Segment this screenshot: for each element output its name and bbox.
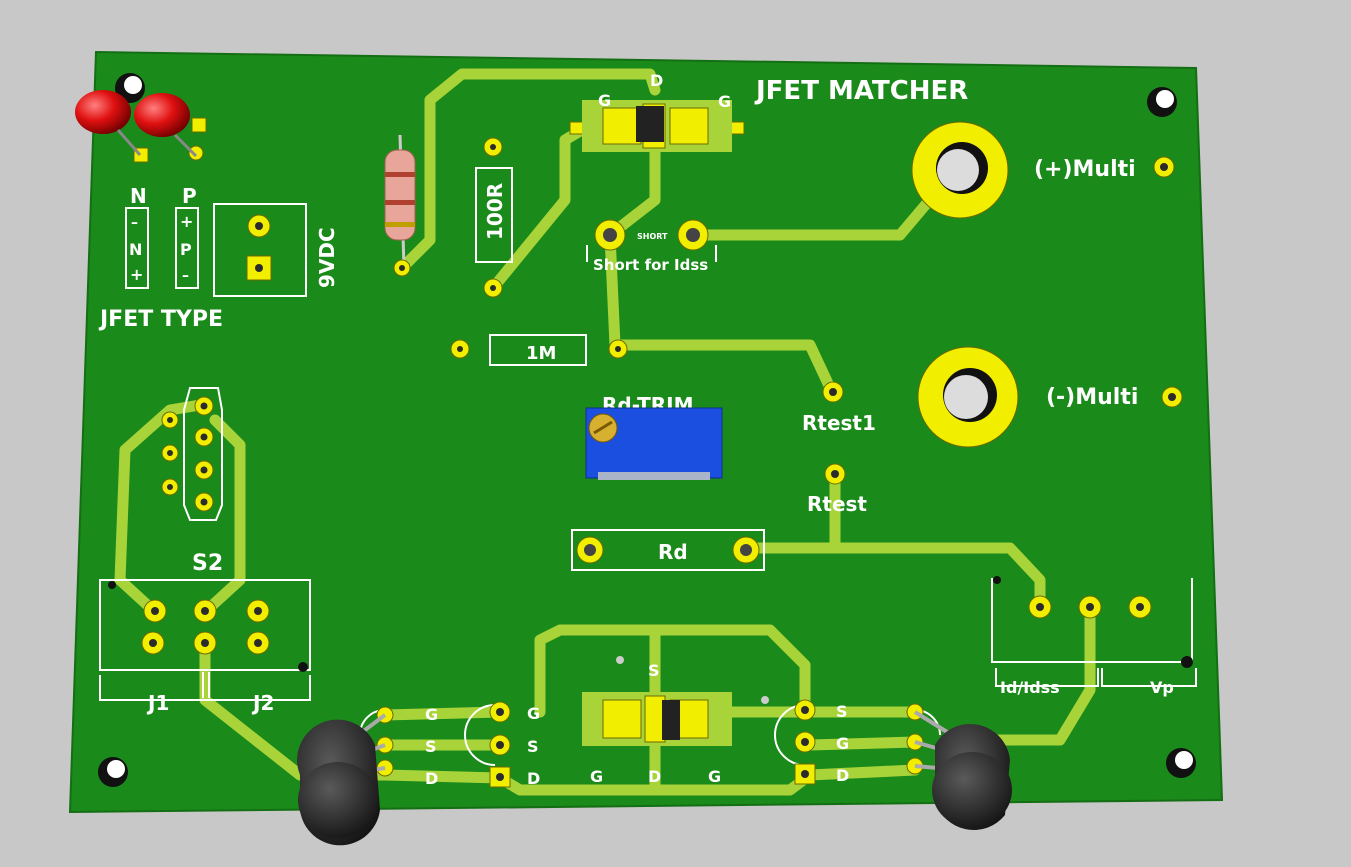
top-g-left-label: G: [598, 91, 611, 110]
resistor-1m-footprint: 1M: [450, 334, 628, 366]
four-pin-socket: [161, 387, 223, 521]
label-n: N: [130, 184, 147, 208]
axial-resistor: [384, 134, 416, 277]
rd-trimmer: Rd-TRIM: [585, 393, 723, 480]
bot-s-label: S: [648, 661, 660, 680]
mid-left-s-label: S: [527, 737, 539, 756]
j2-label: J2: [251, 691, 274, 715]
switch-minus-n: –: [131, 215, 138, 231]
mid-left-d-label: D: [527, 769, 540, 788]
vp-label: Vp: [1150, 678, 1174, 697]
s2-label: S2: [192, 551, 223, 576]
rtest-pads: Rtest1 Rtest: [802, 381, 876, 516]
left-d-label: D: [425, 769, 438, 788]
top-g-right-label: G: [718, 92, 731, 111]
j1-label: J1: [146, 691, 169, 715]
bot-g-left-label: G: [590, 767, 603, 786]
switch-plus-p: +: [180, 212, 193, 231]
board-title: JFET MATCHER: [754, 76, 968, 106]
top-d-label: D: [650, 71, 663, 90]
power-connector-9vdc: 9VDC: [213, 203, 339, 297]
mid-right-g-label: G: [836, 734, 849, 753]
jfet-type-selector: N P – N + + P – JFET TYPE: [98, 184, 223, 332]
rtest1-label: Rtest1: [802, 411, 876, 435]
left-s-label: S: [425, 737, 437, 756]
vdc-label: 9VDC: [315, 227, 339, 288]
switch-minus-p: –: [182, 268, 189, 284]
mid-left-g-label: G: [527, 704, 540, 723]
switch-label-n: N: [129, 240, 142, 259]
multimeter-terminals: (+)Multi (-)Multi: [911, 121, 1183, 448]
measure-switch: Id/Idss Vp: [991, 576, 1197, 697]
top-smd-jfet: D G G: [569, 71, 745, 152]
bottom-smd-jfet: S G D G: [582, 656, 769, 786]
mid-left-to92-footprint: G S D: [464, 701, 540, 788]
mid-right-s-label: S: [836, 702, 848, 721]
switch-label-p: P: [180, 240, 192, 259]
led-indicators: [75, 90, 207, 163]
jfet-type-label: JFET TYPE: [98, 307, 223, 332]
mid-right-d-label: D: [836, 766, 849, 785]
id-idss-label: Id/Idss: [1000, 678, 1060, 697]
short-label: SHORT: [637, 232, 668, 241]
rd-resistor: Rd: [571, 529, 765, 571]
resistor-100r-footprint: 100R: [475, 137, 513, 298]
mid-right-to92-footprint: S G D: [774, 699, 849, 785]
label-p: P: [182, 184, 197, 208]
left-g-label: G: [425, 705, 438, 724]
short-jumper: SHORT Short for Idss: [586, 219, 717, 274]
rd-label: Rd: [658, 540, 688, 564]
mounting-holes: [98, 73, 1196, 787]
bot-d-label: D: [648, 767, 661, 786]
plus-multi-label: (+)Multi: [1034, 157, 1136, 182]
short-for-idss-label: Short for Idss: [593, 256, 708, 274]
resistor-100r-label: 100R: [483, 183, 507, 240]
bot-g-right-label: G: [708, 767, 721, 786]
switch-plus-n: +: [130, 265, 143, 284]
resistor-1m-label: 1M: [526, 343, 556, 364]
minus-multi-label: (-)Multi: [1046, 385, 1138, 410]
rtest-label: Rtest: [807, 492, 867, 516]
left-to92-transistor: [297, 713, 387, 846]
right-to92-transistor: [913, 710, 1012, 831]
s2-switch: S2 J1 J2: [99, 551, 311, 715]
